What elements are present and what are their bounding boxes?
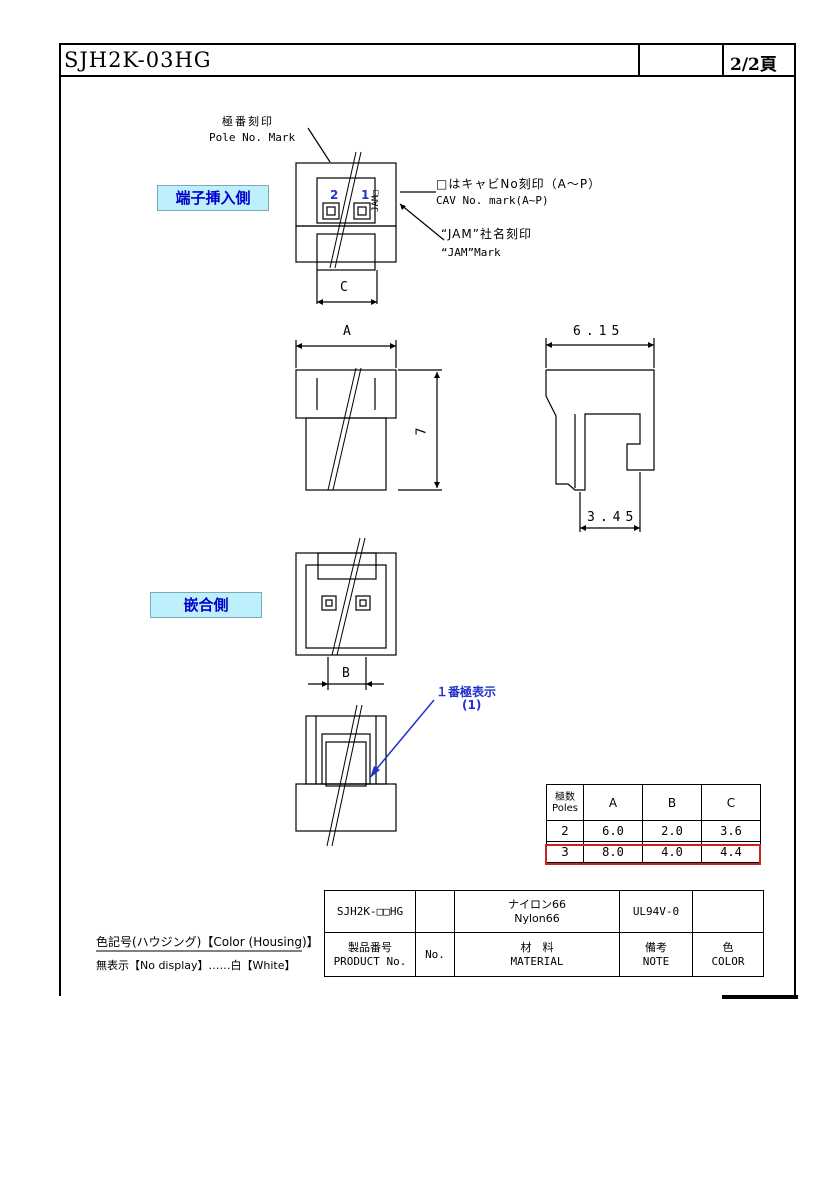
dim-offset: 3.45 [587,510,639,525]
header-a: A [583,784,643,821]
product-cell: SJH2K-□□HG [324,890,416,933]
color-note-line: 無表示【No display】……白【White】 [96,959,296,972]
title-block [59,43,796,77]
row-poles: 2 [546,820,584,842]
pole1-indicator-jp: １番極表示 [436,685,497,699]
note-label-jp: 備考 [645,940,667,954]
color-note-title: 色記号(ハウジング)【Color (Housing)】 [96,935,319,949]
dim-depth: 6.15 [573,324,625,339]
mating-side-label: 嵌合側 [183,596,229,614]
row-a: 8.0 [583,841,643,863]
poles-header-en: Poles [552,802,578,814]
page-number: 2/2頁 [730,55,777,75]
note-cell: UL94V-0 [619,890,693,933]
color-cell [692,890,764,933]
row-c: 4.4 [701,841,761,863]
color-note-underline [96,950,302,952]
bottom-view [295,715,397,832]
header-c: C [701,784,761,821]
part-number-title: SJH2K-03HG [64,48,212,72]
no-cell [415,890,455,933]
material-label-en: MATERIAL [510,954,564,968]
product-no-jp: 製品番号 [348,940,392,954]
pole1-indicator-num: (1) [462,698,482,712]
material-en: Nylon66 [514,911,560,925]
mating-side-view [295,552,397,690]
row-b: 2.0 [642,820,702,842]
pole-mark-jp: 極番刻印 [222,115,274,128]
jam-logo: JAM□ [370,190,381,212]
color-label-jp: 色 [722,940,734,954]
terminal-side-label: 端子挿入側 [175,189,251,207]
terminal-side-tag: 端子挿入側 [157,185,269,211]
material-label-jp: 材 料 [520,940,554,954]
jam-mark-jp: “JAM”社名刻印 [441,227,532,241]
selected-row-highlight [545,844,761,865]
front-view [295,340,442,491]
note-label-en: NOTE [642,954,670,968]
table-row: 2 6.0 2.0 3.6 [546,820,761,842]
color-label-en: COLOR [711,954,745,968]
cav-mark-en: CAV No. mark(A~P) [436,194,549,207]
poles-header-jp: 極数 [555,791,575,803]
dim-b: B [342,666,350,681]
product-no-en: PRODUCT No. [333,954,407,968]
header-b: B [642,784,702,821]
pole-1-mark: 1 [361,188,370,202]
dim-a: A [343,324,351,339]
pole-mark-en: Pole No. Mark [209,131,296,144]
title-divider [722,43,724,77]
row-poles: 3 [546,841,584,863]
row-a: 6.0 [583,820,643,842]
row-c: 3.6 [701,820,761,842]
dim-c: C [340,280,348,295]
material-jp: ナイロン66 [508,897,566,911]
break-lines [326,151,366,847]
footer-bar [722,995,798,999]
title-divider [638,43,640,77]
pole-2-mark: 2 [330,188,339,202]
no-label: No. [415,932,455,977]
mating-side-tag: 嵌合側 [150,592,262,618]
table-row: 3 8.0 4.0 4.4 [546,841,761,863]
terminal-side-view [295,127,397,304]
cav-mark-jp: □はキャビNo刻印（A～P） [436,177,602,191]
jam-mark-en: “JAM”Mark [441,246,501,259]
side-view [545,338,655,532]
